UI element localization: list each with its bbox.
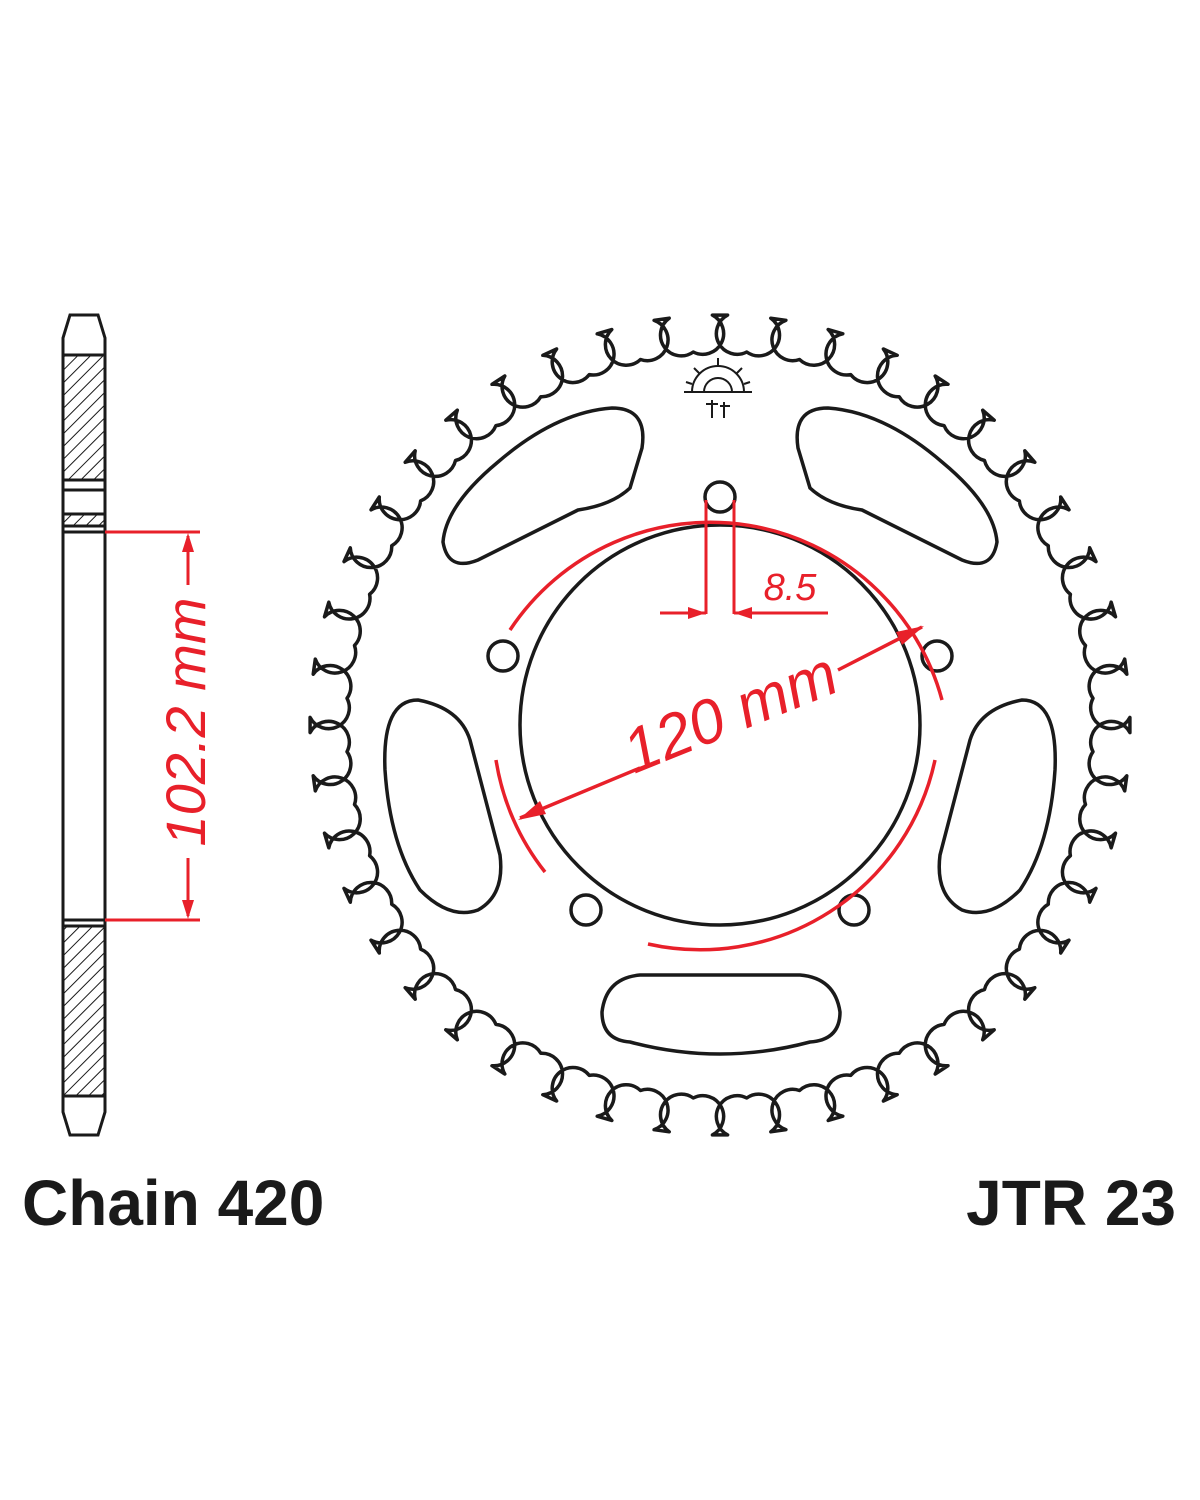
bore-arrow-top [182, 533, 194, 552]
pcd-dimension: 120 mm 8.5 [494, 500, 944, 952]
lightening-slot-top-left [441, 406, 645, 566]
pcd-arrow-left [518, 801, 546, 820]
hole-arrow-right [734, 607, 752, 619]
bore-dimension: 102.2 mm [105, 530, 217, 922]
lightening-slot-left [383, 698, 503, 915]
pcd-arc-upper [508, 520, 944, 701]
bore-arrow-bottom [182, 900, 194, 919]
lightening-slot-bottom [600, 973, 842, 1056]
side-hatch-upper [61, 353, 107, 482]
lightening-slot-top-right [795, 406, 999, 566]
bore-dimension-label: 102.2 mm [154, 598, 217, 847]
hole-arrow-left [688, 607, 706, 619]
sprocket-front-view [308, 313, 1132, 1137]
bolt-hole-bottom-right [837, 893, 871, 927]
bolt-hole-bottom-left [569, 893, 603, 927]
pcd-arrow-right [896, 626, 924, 645]
part-number-label: JTR 23 [966, 1167, 1176, 1239]
lightening-slot-right [937, 698, 1057, 915]
chain-label: Chain 420 [22, 1167, 324, 1239]
bolt-hole-left [486, 639, 520, 673]
side-hatch-lower [61, 924, 107, 1098]
side-hatch-upper-strip [61, 512, 107, 528]
bolt-hole-top [703, 480, 737, 514]
pcd-arc-left [494, 759, 547, 874]
hole-dimension-label: 8.5 [764, 567, 818, 609]
jt-logo-icon [684, 358, 752, 418]
side-profile-view [61, 313, 107, 1137]
pcd-dimension-label: 120 mm [614, 639, 848, 787]
pcd-arc-lower [647, 759, 937, 952]
sprocket-teeth-outline [308, 313, 1132, 1137]
sprocket-bore-circle [518, 523, 922, 927]
